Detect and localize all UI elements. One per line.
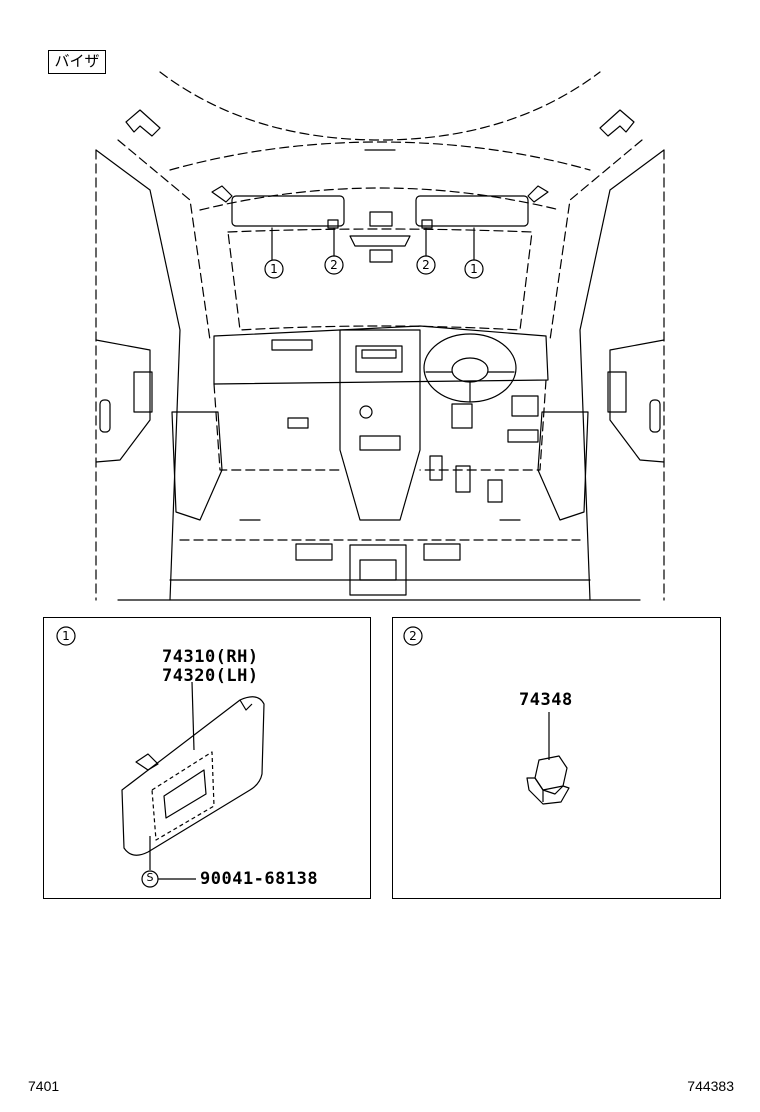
footer-page-code: 7401 bbox=[28, 1078, 60, 1094]
screw-symbol: S bbox=[146, 871, 154, 884]
part-number-lh: 74320(LH) bbox=[162, 666, 259, 686]
callout-2-left bbox=[324, 255, 344, 275]
part-number-rh: 74310(RH) bbox=[162, 647, 259, 667]
callout-label-1b: 1 bbox=[470, 262, 478, 276]
panel2-index: 2 bbox=[409, 629, 417, 643]
section-label: バイザ bbox=[54, 52, 100, 70]
screw-part-number: 90041-68138 bbox=[200, 869, 319, 889]
sun-visor-illustration bbox=[121, 696, 265, 856]
callout-2-right bbox=[416, 255, 436, 275]
callout-label-2b: 2 bbox=[422, 258, 430, 272]
callout-1-right bbox=[464, 259, 484, 279]
footer-illustration-code: 744383 bbox=[687, 1078, 734, 1094]
cabin-overview-diagram: 1 2 2 1 bbox=[95, 71, 665, 601]
visor-holder-detail-panel: 2 74348 bbox=[392, 617, 721, 899]
callout-label-2a: 2 bbox=[330, 258, 338, 272]
panel1-index: 1 bbox=[62, 629, 70, 643]
visor-holder-illustration bbox=[526, 755, 570, 805]
section-label-box: バイザ bbox=[48, 50, 106, 74]
sun-visor-detail-panel: 1 74310(RH) 74320(LH) S 90041-68138 bbox=[43, 617, 371, 899]
callout-1-left bbox=[264, 259, 284, 279]
callout-label-1a: 1 bbox=[270, 262, 278, 276]
holder-part-number: 74348 bbox=[519, 690, 573, 710]
